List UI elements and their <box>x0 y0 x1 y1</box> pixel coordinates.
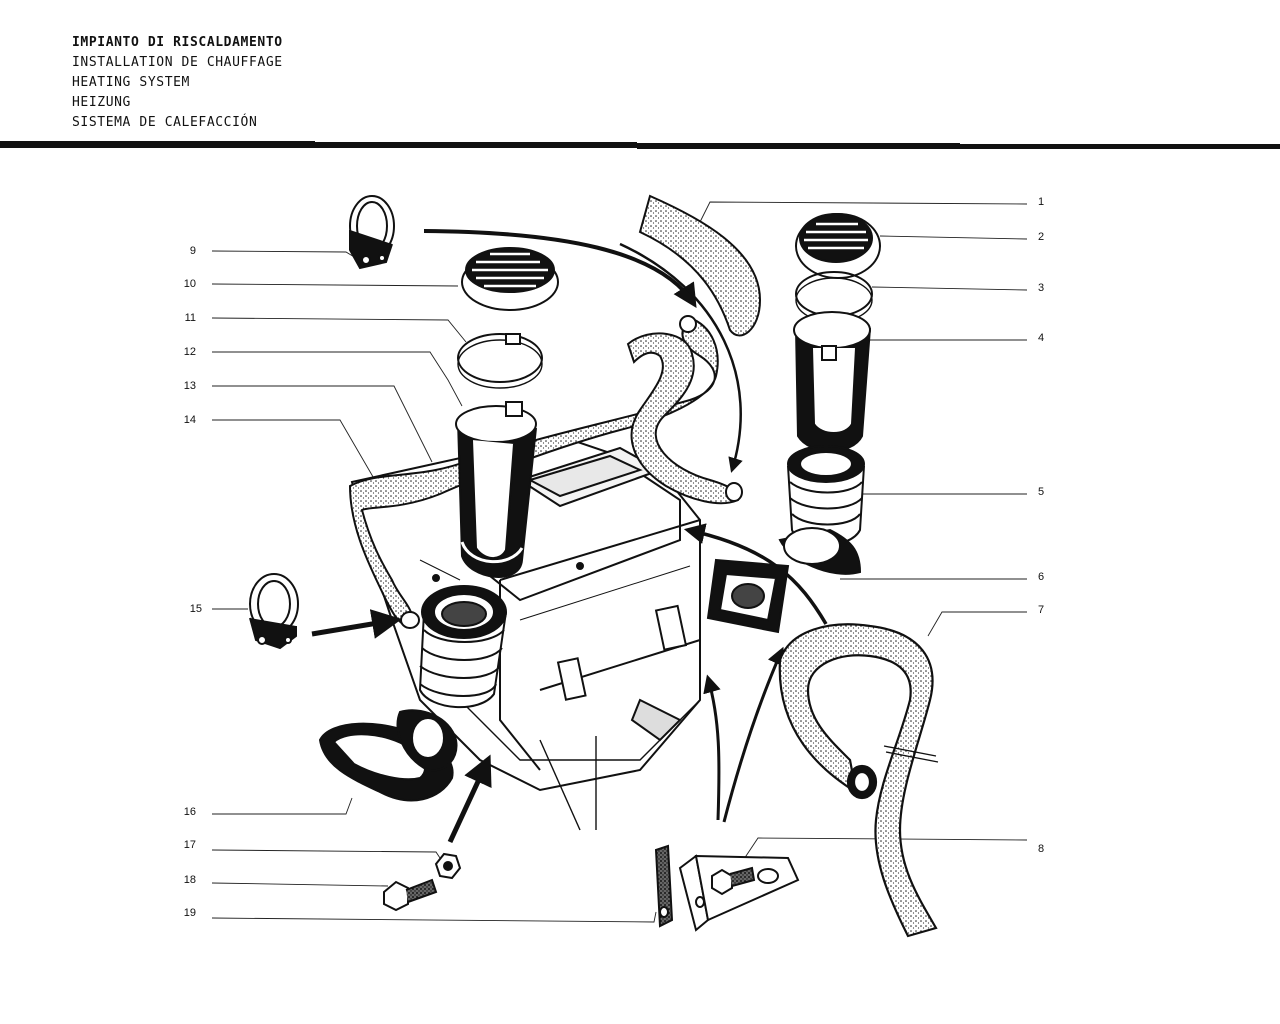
callout-12: 12 <box>183 346 196 358</box>
callout-2: 2 <box>1038 231 1045 243</box>
vent-grille-2 <box>795 213 881 279</box>
hose-7 <box>778 623 939 938</box>
callout-7: 7 <box>1038 604 1045 616</box>
elbow-6 <box>706 527 862 634</box>
callout-16: 16 <box>183 806 196 818</box>
duct-12 <box>455 401 537 578</box>
outlet-16 <box>318 709 458 802</box>
nut-17 <box>434 852 462 880</box>
callout-14: 14 <box>183 414 196 426</box>
bellows-5 <box>787 445 865 546</box>
callout-6: 6 <box>1038 571 1045 583</box>
callout-5: 5 <box>1038 486 1045 498</box>
callout-1: 1 <box>1038 196 1045 208</box>
callout-18: 18 <box>183 874 196 886</box>
hose-1 <box>638 194 762 337</box>
bolt-18 <box>383 878 438 912</box>
header-rule <box>0 141 1280 149</box>
title-french: INSTALLATION DE CHAUFFAGE <box>72 55 283 70</box>
clamp-15 <box>249 573 299 650</box>
ring-11 <box>457 333 543 389</box>
title-spanish: SISTEMA DE CALEFACCIÓN <box>72 115 258 130</box>
title-italian: IMPIANTO DI RISCALDAMENTO <box>72 35 283 50</box>
header: IMPIANTO DI RISCALDAMENTO INSTALLATION D… <box>72 33 283 133</box>
vent-grille-10 <box>461 247 559 311</box>
callout-9: 9 <box>189 245 196 257</box>
clamp-9 <box>349 195 395 270</box>
title-german: HEIZUNG <box>72 95 131 110</box>
callout-3: 3 <box>1038 282 1045 294</box>
title-english: HEATING SYSTEM <box>72 75 190 90</box>
callout-10: 10 <box>183 278 196 290</box>
hose-right-loop <box>626 332 743 505</box>
callout-19: 19 <box>183 907 196 919</box>
bellows-left <box>418 585 507 708</box>
callout-15: 15 <box>189 603 202 615</box>
callout-8: 8 <box>1038 843 1045 855</box>
strap-19 <box>654 844 674 928</box>
callout-17: 17 <box>183 839 196 851</box>
callout-4: 4 <box>1038 332 1045 344</box>
callout-11: 11 <box>184 312 196 324</box>
callout-13: 13 <box>183 380 196 392</box>
duct-4 <box>793 311 871 452</box>
bracket-8 <box>678 854 800 932</box>
